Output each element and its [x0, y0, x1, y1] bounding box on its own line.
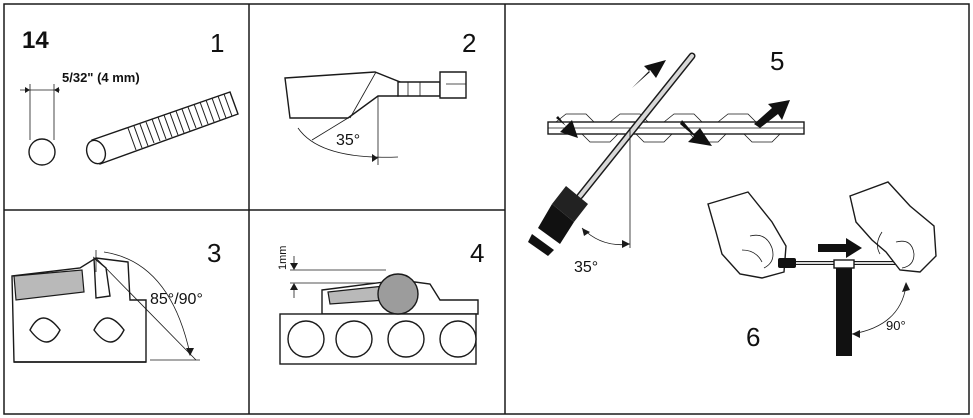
- panel-4-number: 4: [470, 238, 484, 268]
- panel-4: 4 1mm: [277, 238, 484, 365]
- file-handle: [528, 186, 588, 256]
- depth-arrow-bottom: [290, 283, 298, 290]
- dim-arrow-left: [25, 87, 30, 93]
- angle-line: [95, 257, 197, 361]
- push-arrow: [818, 238, 862, 258]
- panel-5-number: 5: [770, 46, 784, 76]
- guide-bar: [836, 266, 852, 356]
- figure-number: 14: [22, 27, 49, 54]
- dim-arrow-right: [54, 87, 59, 93]
- file-handle: [778, 258, 796, 268]
- file-diameter-label: 5/32" (4 mm): [62, 70, 140, 85]
- angle-arrow-left: [852, 330, 860, 338]
- panel-1-number: 1: [210, 28, 224, 58]
- angle-arrow: [186, 348, 194, 356]
- saw-chain-top-view: [547, 113, 805, 143]
- angle-arrow-left: [582, 228, 590, 236]
- arrow-up-right: [754, 100, 790, 128]
- angle-35-label: 35°: [574, 259, 598, 276]
- file-end-circle: [377, 273, 419, 315]
- right-glove: [849, 181, 937, 273]
- panel-3: 3 85°/90°: [11, 238, 221, 363]
- round-file: [85, 91, 239, 165]
- angle-arrow-right: [622, 240, 630, 248]
- panel-1: 14 1 5/32" (4 mm): [20, 27, 239, 166]
- angle-arc: [103, 251, 191, 355]
- angle-arc: [297, 127, 399, 158]
- chain-link-side-view: [11, 256, 147, 363]
- depth-arrow-top: [290, 263, 298, 270]
- angle-90-label: 90°: [886, 318, 906, 333]
- left-glove: [707, 191, 787, 279]
- angle-35-label: 35°: [336, 132, 360, 149]
- outer-frame: [3, 3, 970, 415]
- panel-5: 5 35°: [528, 46, 805, 276]
- chain-clamp: [833, 259, 855, 269]
- arrow-down-left: [556, 116, 578, 138]
- angle-arc: [851, 285, 907, 335]
- arrow-down-middle: [680, 120, 712, 146]
- angle-arrow: [372, 154, 378, 162]
- file-cross-section: [28, 138, 56, 166]
- panel-6-number: 6: [746, 322, 760, 352]
- angle-line: [311, 117, 349, 141]
- panel-2: 2 35°: [284, 28, 476, 165]
- panel-3-number: 3: [207, 238, 221, 268]
- angle-arrow-up: [902, 282, 910, 292]
- file-rod-highlight: [578, 54, 694, 198]
- angle-85-90-label: 85°/90°: [150, 291, 203, 308]
- cutter-top-view: [284, 71, 467, 119]
- depth-1mm-label: 1mm: [277, 246, 289, 270]
- panel-6: 6 90°: [707, 181, 937, 356]
- panel-2-number: 2: [462, 28, 476, 58]
- arrow-push-up: [632, 60, 666, 88]
